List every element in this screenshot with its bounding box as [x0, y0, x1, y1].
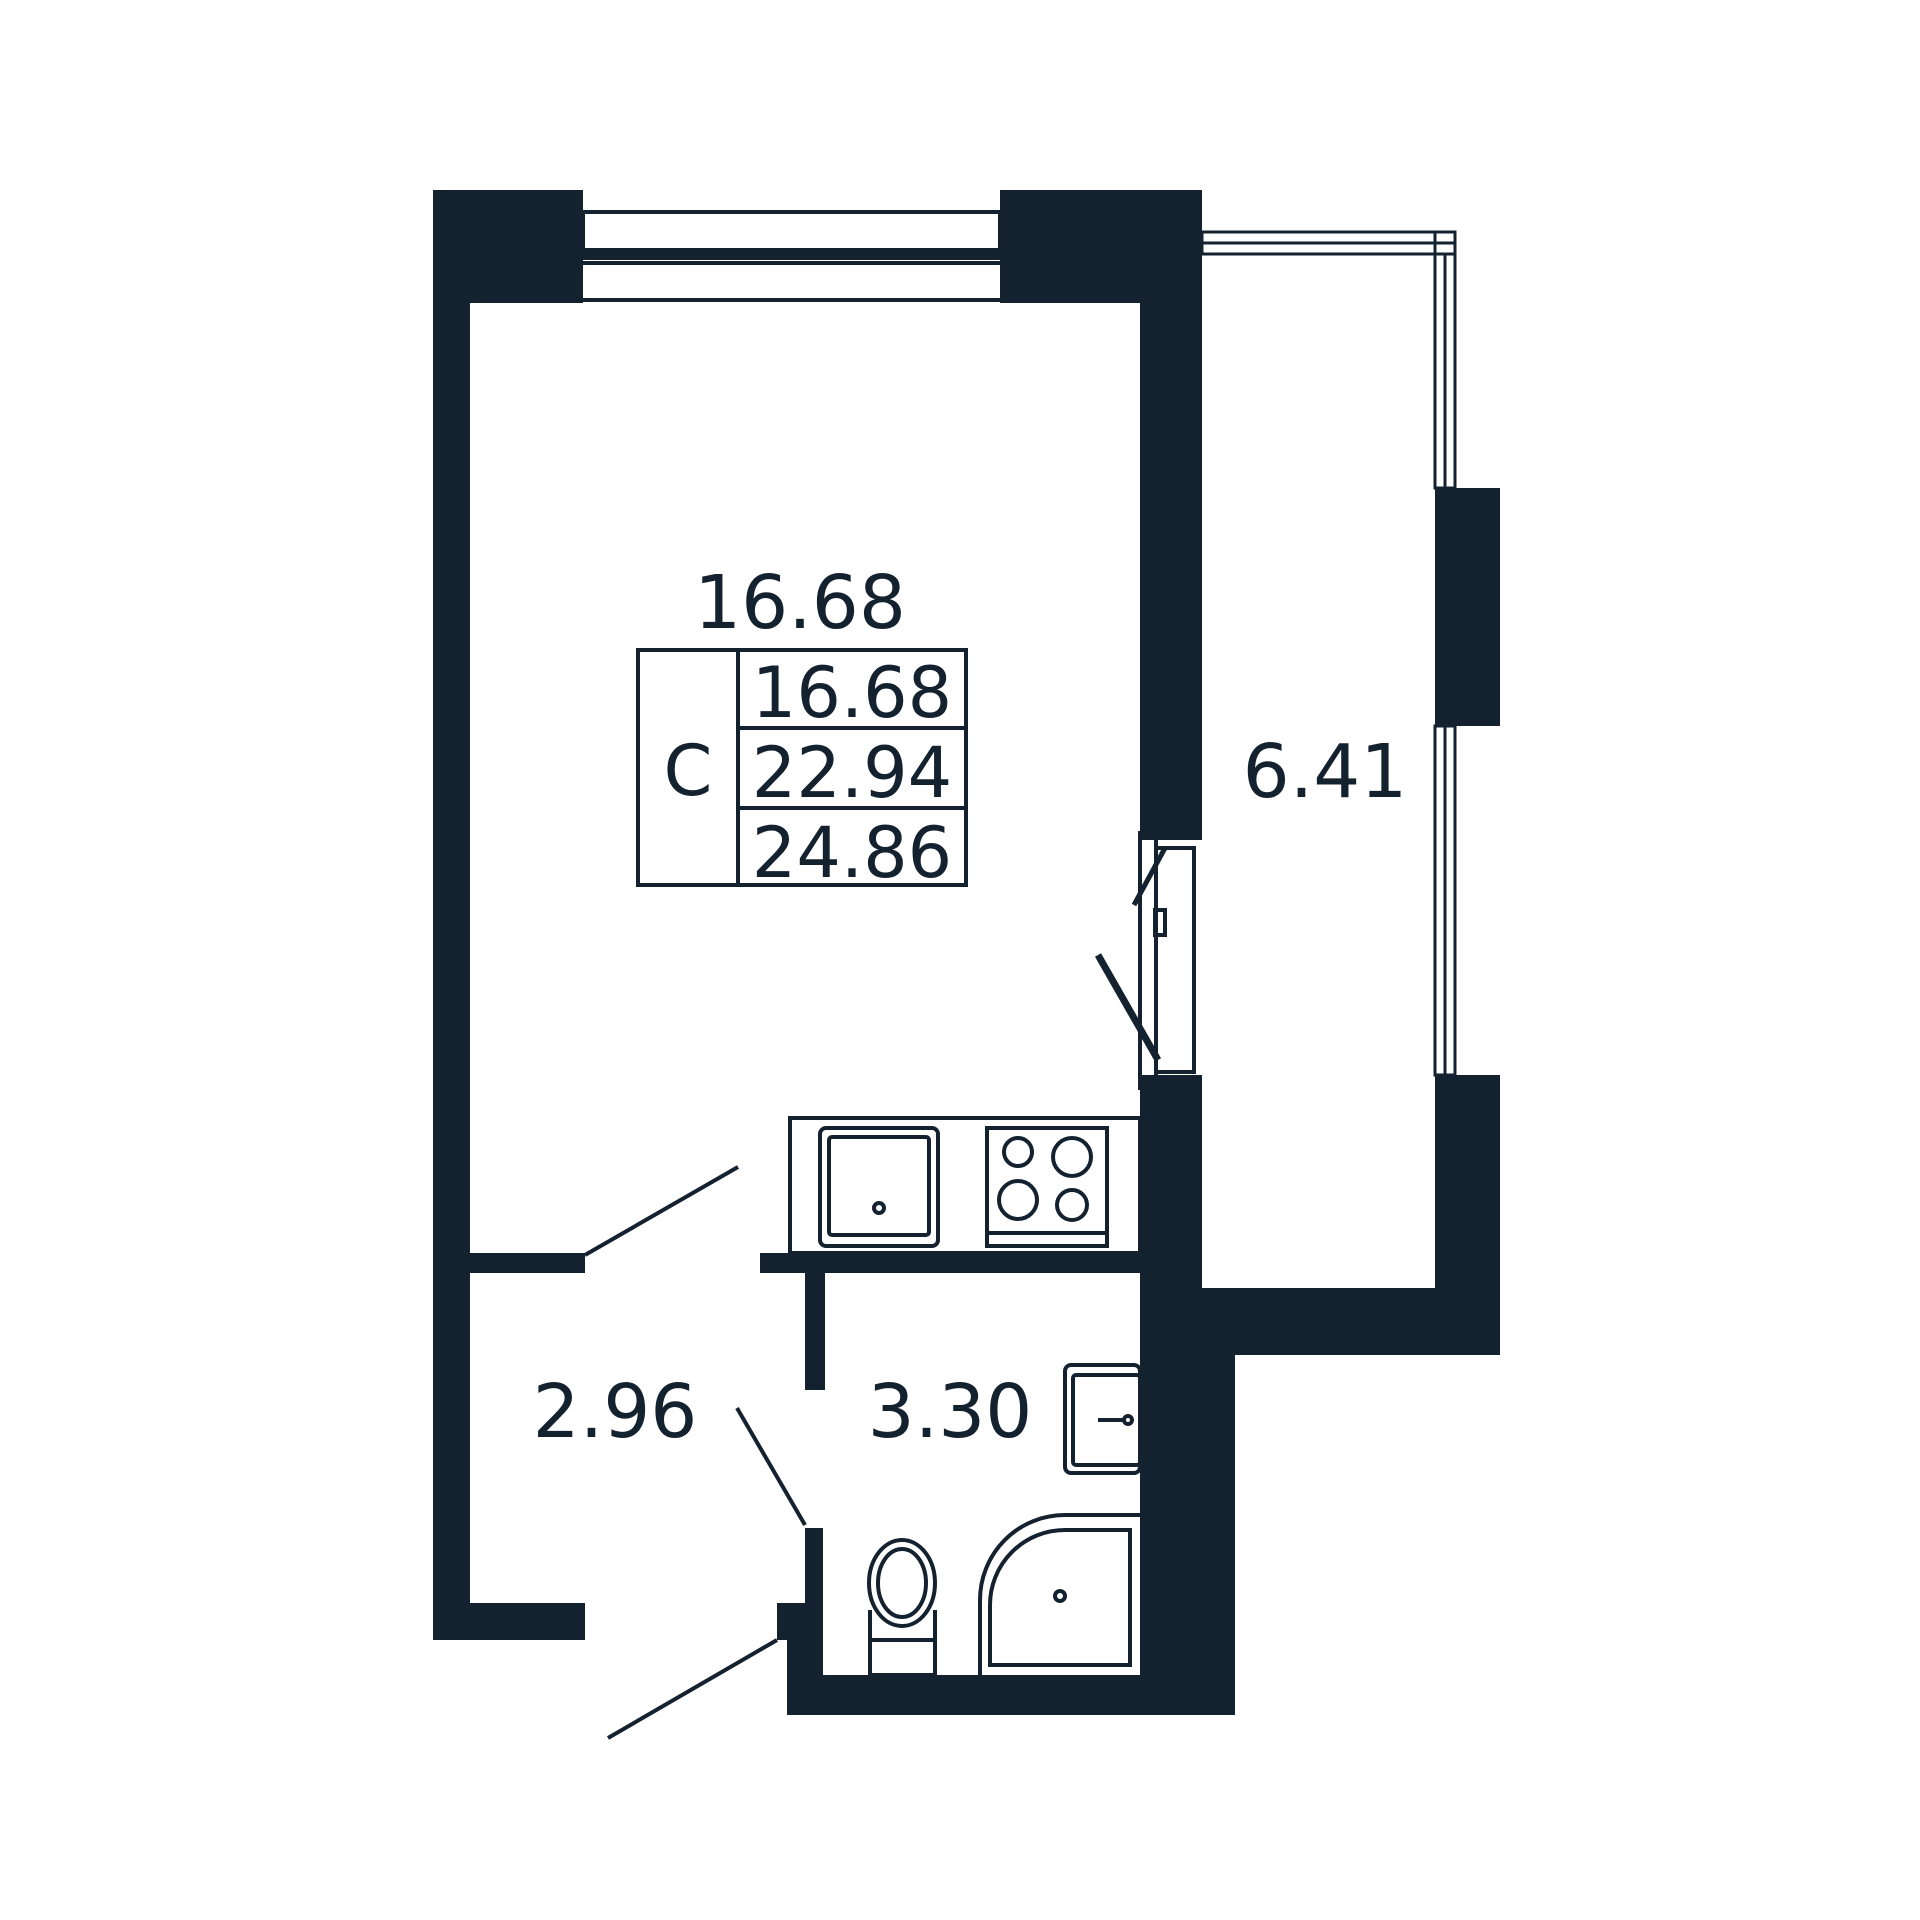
wall-partition-lower: [1140, 1075, 1202, 1275]
wall-partition-upper: [1140, 190, 1202, 840]
kitchen-sink: [818, 1126, 940, 1248]
living-area-label: 16.68: [694, 560, 906, 646]
bath-area-label: 3.30: [868, 1369, 1033, 1455]
wall-bath-left-stub: [777, 1603, 823, 1640]
bath-door: [735, 1406, 807, 1527]
living-room-fill: [470, 303, 1140, 1253]
wall-balcony-pier: [1435, 488, 1500, 726]
wall-bottom-left: [433, 1603, 585, 1640]
room-fills: [470, 190, 1435, 1675]
balcony-area-label: 6.41: [1243, 729, 1408, 815]
window-opening: [583, 190, 1000, 303]
summary-total-area: 22.94: [752, 732, 952, 814]
bathroom-fixtures: [867, 1363, 1142, 1677]
kitchen: [788, 1116, 1142, 1255]
wall-divider-right: [760, 1253, 1140, 1273]
summary-table: [636, 648, 968, 887]
walls: [433, 190, 1500, 1715]
wall-left: [433, 190, 470, 1640]
summary-total-with-balcony: 24.86: [752, 812, 952, 894]
shower: [978, 1513, 1140, 1675]
wall-top-left: [433, 190, 583, 303]
balcony-glazing: [1200, 230, 1457, 1077]
stove: [985, 1126, 1109, 1248]
summary-living-area: 16.68: [752, 652, 952, 734]
toilet: [867, 1538, 937, 1677]
kitchen-counter: [788, 1116, 1142, 1255]
hall-area-label: 2.96: [533, 1369, 698, 1455]
balcony-fill: [1202, 250, 1435, 1288]
entrance-door: [606, 1638, 779, 1740]
wall-balcony-bottom: [1140, 1288, 1500, 1355]
window-sill: [583, 252, 1000, 260]
room-door: [584, 1165, 739, 1257]
wall-bath-left: [805, 1270, 825, 1390]
wall-bath-bottom: [790, 1675, 1235, 1715]
type-letter: С: [664, 730, 713, 812]
wall-bath-left-base: [787, 1635, 823, 1715]
balcony-door: [1094, 831, 1196, 1090]
bath-fill-2: [805, 1390, 825, 1528]
hall-fill: [470, 1273, 805, 1603]
wall-divider-left: [470, 1253, 585, 1273]
